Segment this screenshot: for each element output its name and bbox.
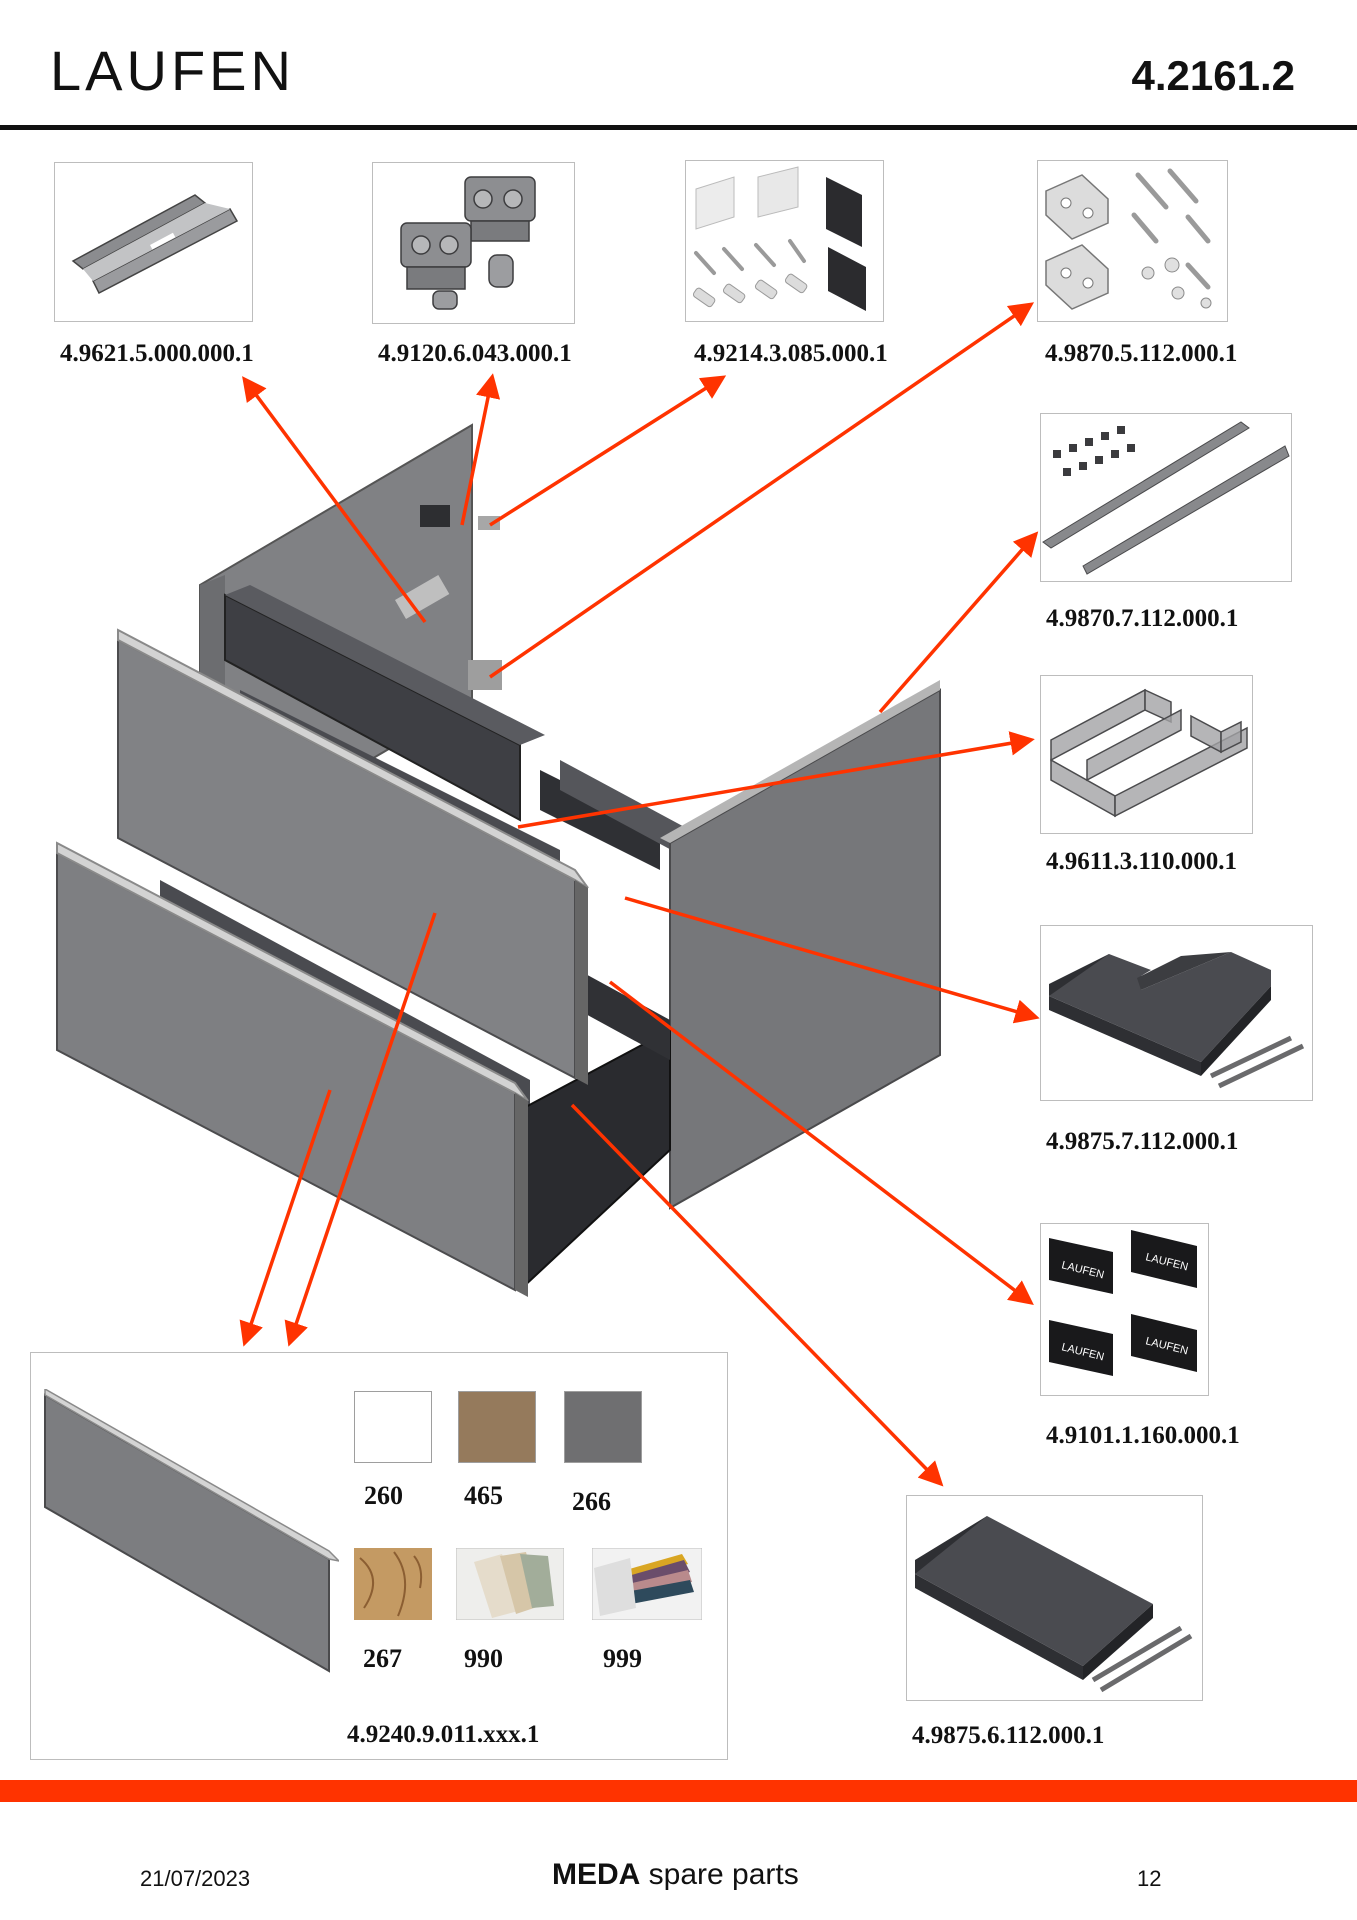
part-code-insert: 4.9611.3.110.000.1 xyxy=(1046,848,1237,875)
arrow-hinge xyxy=(460,373,501,526)
insert-thumbnail xyxy=(1040,675,1253,834)
part-code-covers: 4.9214.3.085.000.1 xyxy=(694,340,888,367)
arrow-lower-drawer xyxy=(570,1103,944,1487)
arrow-bracket xyxy=(489,302,1035,679)
arrow-covers xyxy=(489,375,727,527)
arrow-upper-drawer xyxy=(624,896,1040,1024)
swatch-266 xyxy=(564,1391,642,1463)
drawer-front-panel: 260 465 266 267 990 999 4.9240.9.011.xxx… xyxy=(30,1352,728,1760)
part-code-lower-drawer: 4.9875.6.112.000.1 xyxy=(912,1722,1105,1749)
swatch-code-999: 999 xyxy=(603,1644,642,1673)
swatch-260 xyxy=(354,1391,432,1463)
footer-title: MEDA spare parts xyxy=(552,1858,799,1892)
swatch-990 xyxy=(456,1548,564,1620)
laufen-label-set-icon: LAUFEN LAUFEN LAUFEN LAUFEN xyxy=(1049,1230,1197,1376)
cover-screw-set-icon xyxy=(692,166,866,311)
swatch-465 xyxy=(458,1391,536,1463)
lower-drawer-front xyxy=(56,841,529,1297)
part-code-upper-drawer: 4.9875.7.112.000.1 xyxy=(1046,1128,1239,1155)
leader-arrows xyxy=(239,302,1040,1487)
swatch-code-267: 267 xyxy=(363,1644,402,1673)
swatch-code-266: 266 xyxy=(572,1487,611,1516)
arrow-front-1 xyxy=(239,1089,332,1347)
laufen-logo: LAUFEN xyxy=(50,40,295,100)
document-number: 4.2161.2 xyxy=(1131,52,1296,99)
arrow-rail xyxy=(242,376,427,624)
swatch-code-260: 260 xyxy=(364,1481,403,1510)
hinge-thumbnail xyxy=(372,162,575,324)
footer-accent-bar xyxy=(0,1780,1357,1802)
part-code-profile: 4.9870.7.112.000.1 xyxy=(1046,605,1239,632)
upper-drawer-front xyxy=(117,628,589,1085)
arrow-profile xyxy=(878,531,1039,714)
footer-title-rest: spare parts xyxy=(640,1858,799,1891)
hinge-set-icon xyxy=(400,176,536,310)
arrow-insert xyxy=(517,731,1035,829)
footer-date: 21/07/2023 xyxy=(140,1866,251,1891)
lower-drawer-thumbnail xyxy=(906,1495,1203,1701)
rail-thumbnail xyxy=(54,162,253,322)
upper-drawer-icon xyxy=(1049,952,1305,1089)
covers-thumbnail xyxy=(685,160,884,322)
part-code-bracket: 4.9870.5.112.000.1 xyxy=(1045,340,1238,367)
aluminium-profile-icon xyxy=(1042,421,1290,575)
part-code-front: 4.9240.9.011.xxx.1 xyxy=(347,1721,540,1748)
swatch-code-990: 990 xyxy=(464,1644,503,1673)
part-code-labels: 4.9101.1.160.000.1 xyxy=(1046,1422,1240,1449)
drawer-rail-icon xyxy=(71,194,239,295)
lower-drawer-icon xyxy=(915,1516,1193,1693)
arrow-front-2 xyxy=(284,912,437,1347)
swatch-code-465: 465 xyxy=(464,1481,503,1510)
profile-thumbnail xyxy=(1040,413,1292,582)
upper-drawer-thumbnail xyxy=(1040,925,1313,1101)
drawer-front-icon xyxy=(44,1389,339,1673)
swatch-999 xyxy=(592,1548,702,1620)
part-code-rail: 4.9621.5.000.000.1 xyxy=(60,340,254,367)
arrow-labels xyxy=(608,980,1034,1305)
drawer-insert-icon xyxy=(1050,688,1248,818)
footer-title-bold: MEDA xyxy=(552,1858,641,1891)
bracket-thumbnail xyxy=(1037,160,1228,322)
header-divider xyxy=(0,125,1357,130)
brand-wordmark: LAUFEN xyxy=(50,40,295,100)
footer-page-number: 12 xyxy=(1137,1866,1162,1891)
bracket-screw-set-icon xyxy=(1045,168,1212,310)
labels-thumbnail: LAUFEN LAUFEN LAUFEN LAUFEN xyxy=(1040,1223,1209,1396)
part-code-hinge: 4.9120.6.043.000.1 xyxy=(378,340,572,367)
swatch-267 xyxy=(354,1548,432,1620)
